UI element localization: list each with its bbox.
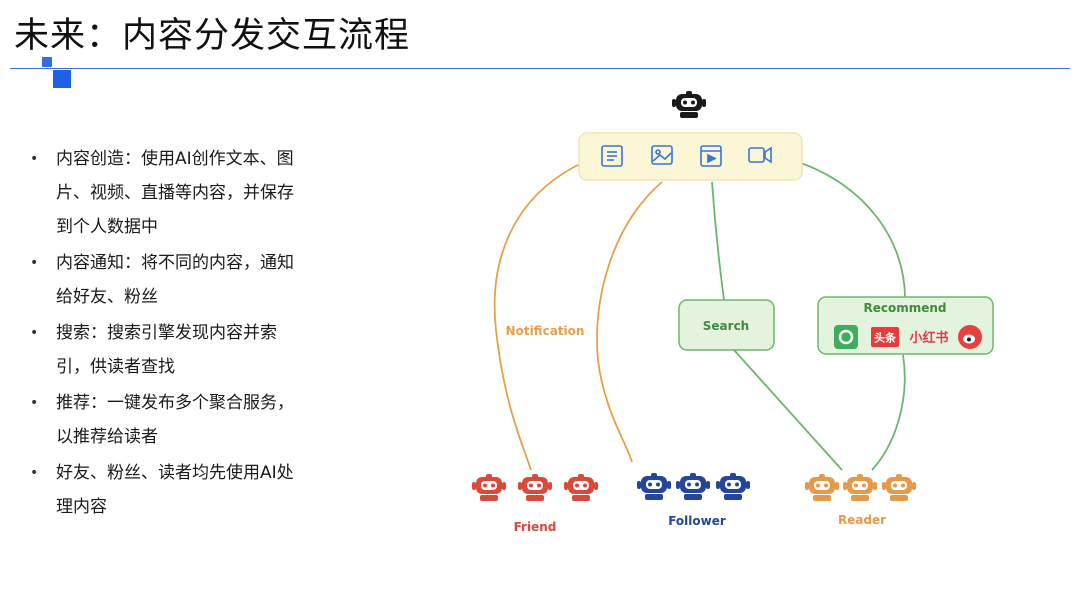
friend-robot-icon — [518, 474, 552, 501]
follower-robot-icon — [676, 473, 710, 500]
ai-robot-icon — [672, 91, 706, 118]
xiaohongshu-icon: 小红书 — [909, 330, 948, 346]
friend-robot-icon — [472, 474, 506, 501]
follower-label: Follower — [668, 514, 726, 528]
search-box — [678, 299, 775, 351]
bullet-item: 好友、粉丝、读者均先使用AI处理内容 — [28, 456, 328, 524]
accent-square-large — [53, 70, 71, 88]
page-title: 未来：内容分发交互流程 — [14, 16, 411, 56]
follower-robot-icon — [637, 473, 671, 500]
follower-robot-icon — [716, 473, 750, 500]
reader-robot-icon — [805, 474, 839, 501]
content-panel — [578, 132, 803, 181]
bullet-item: 推荐：一键发布多个聚合服务，以推荐给读者 — [28, 386, 328, 454]
toutiao-label: 头条 — [874, 331, 897, 345]
reader-label: Reader — [838, 513, 886, 527]
video-camera-icon — [748, 146, 772, 164]
toutiao-icon: 头条 — [871, 327, 899, 347]
image-icon — [651, 145, 673, 165]
weibo-icon — [958, 325, 982, 349]
search-line-up — [711, 181, 725, 301]
recommend-label: Recommend — [863, 301, 946, 315]
wechat-channel-icon — [834, 325, 858, 349]
title-divider — [10, 68, 1070, 69]
friend-robot-icon — [564, 474, 598, 501]
notification-line-friend — [493, 162, 583, 471]
search-line-reader — [733, 349, 843, 471]
notification-label: Notification — [506, 324, 585, 338]
reader-robot-icon — [843, 474, 877, 501]
bullet-item: 内容创造：使用AI创作文本、图片、视频、直播等内容，并保存到个人数据中 — [28, 142, 328, 244]
accent-square-small — [42, 57, 52, 67]
xiaohongshu-label: 小红书 — [909, 330, 948, 346]
bullet-item: 搜索：搜索引擎发现内容并索引，供读者查找 — [28, 316, 328, 384]
recommend-box — [817, 296, 994, 355]
reader-robot-icon — [882, 474, 916, 501]
notification-line-follower — [596, 181, 663, 463]
search-label: Search — [703, 319, 749, 333]
document-icon — [601, 145, 623, 167]
recommend-line-up — [797, 161, 906, 299]
bullet-list: 内容创造：使用AI创作文本、图片、视频、直播等内容，并保存到个人数据中 内容通知… — [28, 142, 328, 526]
recommend-line-reader — [871, 354, 906, 471]
friend-label: Friend — [514, 520, 557, 534]
bullet-item: 内容通知：将不同的内容，通知给好友、粉丝 — [28, 246, 328, 314]
video-clip-icon — [700, 145, 722, 167]
